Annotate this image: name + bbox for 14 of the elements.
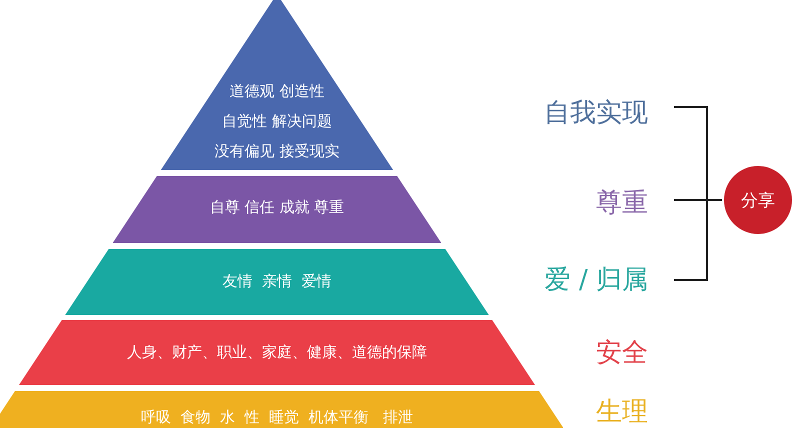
layer-text: 自觉性 解决问题 (221, 112, 333, 131)
layer-text: 自尊 信任 成就 尊重 (208, 198, 346, 217)
level-label: 自我实现 (543, 97, 648, 130)
layer-text: 呼吸 食物 水 性 睡觉 机体平衡 排泄 (140, 408, 414, 427)
pyramid-layer (0, 391, 564, 428)
layer-text: 没有偏见 接受现实 (214, 142, 340, 161)
layer-text: 人身、财产、职业、家庭、健康、道德的保障 (126, 343, 428, 362)
level-label: 爱 / 归属 (544, 264, 648, 297)
level-label: 生理 (595, 396, 648, 428)
level-label: 尊重 (595, 187, 648, 220)
layer-text: 友情 亲情 爱情 (221, 272, 333, 291)
level-label: 安全 (595, 337, 648, 370)
badge-text: 分享 (741, 190, 775, 212)
layer-text: 道德观 创造性 (228, 82, 326, 101)
